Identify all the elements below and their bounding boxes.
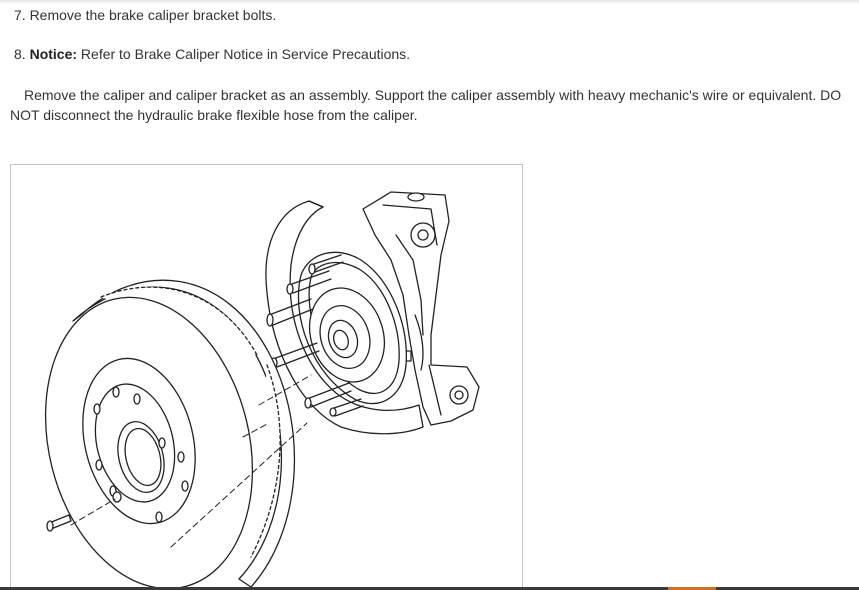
rotor-retaining-screw xyxy=(46,514,72,532)
brake-rotor xyxy=(44,279,296,590)
step-8-number: 8. xyxy=(14,46,26,62)
wheel-studs xyxy=(266,254,364,417)
bottom-accent-mark xyxy=(668,587,716,590)
brake-rotor-and-hub-illustration xyxy=(44,191,480,590)
wheel-hub xyxy=(297,251,407,405)
notice-text: Refer to Brake Caliper Notice in Service… xyxy=(80,46,411,62)
step-8-header: 8. Notice: Refer to Brake Caliper Notice… xyxy=(14,44,410,64)
step-8-body: Remove the caliper and caliper bracket a… xyxy=(10,87,842,123)
bottom-divider xyxy=(0,587,859,590)
step-7-text: 7. Remove the brake caliper bracket bolt… xyxy=(14,7,277,23)
steering-knuckle xyxy=(362,191,480,426)
notice-label: Notice: xyxy=(29,46,78,62)
figure-frame xyxy=(10,164,523,590)
top-divider xyxy=(0,0,859,4)
dust-shield xyxy=(265,200,424,435)
alignment-lines xyxy=(70,374,312,548)
